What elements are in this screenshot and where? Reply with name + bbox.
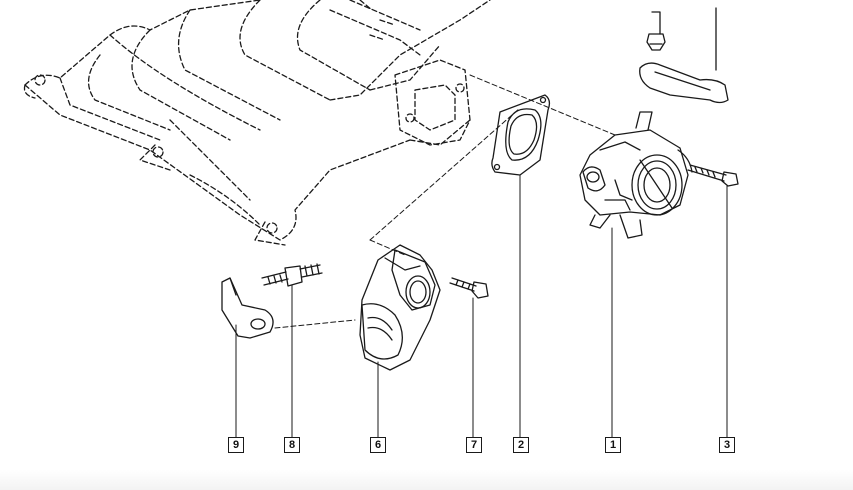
bracket-9 bbox=[221, 277, 274, 339]
callout-1: 1 bbox=[605, 437, 621, 453]
top-bracket bbox=[639, 7, 729, 104]
callout-lines bbox=[235, 174, 728, 439]
callout-8: 8 bbox=[284, 437, 300, 453]
callout-6: 6 bbox=[370, 437, 386, 453]
throttle-body bbox=[579, 111, 693, 239]
intake-manifold bbox=[23, 0, 491, 246]
bottom-shade bbox=[0, 470, 853, 490]
stud-8 bbox=[261, 263, 323, 287]
bolt-3 bbox=[687, 164, 739, 187]
throttle-sensor bbox=[359, 244, 441, 371]
leader-lines bbox=[274, 74, 616, 329]
callout-7: 7 bbox=[466, 437, 482, 453]
callout-9: 9 bbox=[228, 437, 244, 453]
callout-3: 3 bbox=[719, 437, 735, 453]
screw-7 bbox=[449, 277, 489, 299]
gasket bbox=[491, 94, 551, 176]
callout-2: 2 bbox=[513, 437, 529, 453]
